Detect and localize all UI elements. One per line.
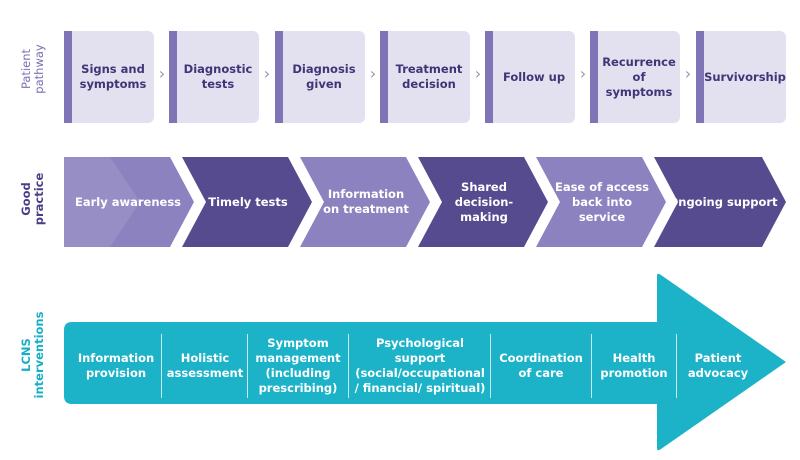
- divider: [247, 334, 248, 398]
- good-practice-label: Early awareness: [74, 194, 182, 209]
- pathway-step-label: Diagnosis given: [292, 62, 356, 91]
- chevron-highlight: [64, 157, 140, 247]
- lcns-intervention-label: Patient advocacy: [687, 351, 749, 380]
- pathway-step: Diagnosis given: [275, 31, 365, 123]
- good-practice-label: Timely tests: [208, 194, 288, 209]
- pathway-step: Recurrence of symptoms: [590, 31, 680, 123]
- good-practice-label: Ease of access back into service: [554, 179, 650, 224]
- chevron-right-icon: ›: [684, 64, 692, 83]
- pathway-step: Survivorship: [696, 31, 786, 123]
- chevron-shared-decision-making: [418, 157, 548, 247]
- chevron-ongoing-support: [654, 157, 786, 247]
- chevron-early-awareness: [64, 157, 194, 247]
- lcns-intervention-label: Health promotion: [600, 351, 668, 380]
- lcns-intervention-label: Coordination of care: [499, 351, 583, 380]
- divider: [676, 334, 677, 398]
- chevron-right-icon: ›: [158, 64, 166, 83]
- pathway-step-label: Follow up: [502, 69, 566, 84]
- pathway-step: Signs and symptoms: [64, 31, 154, 123]
- chevron-information-on-treatment: [300, 157, 430, 247]
- pathway-step: Follow up: [485, 31, 575, 123]
- chevron-right-icon: ›: [579, 64, 587, 83]
- good-practice-label: Ongoing support: [668, 194, 778, 209]
- pathway-step-label: Recurrence of symptoms: [602, 54, 676, 99]
- divider: [161, 334, 162, 398]
- good-practice-chevrons: [64, 157, 786, 247]
- pathway-step-label: Survivorship: [704, 69, 786, 84]
- chevron-right-icon: ›: [263, 64, 271, 83]
- lcns-intervention-label: Information provision: [77, 351, 155, 380]
- divider: [490, 334, 491, 398]
- chevron-timely-tests: [182, 157, 312, 247]
- pathway-step: Treatment decision: [380, 31, 470, 123]
- pathway-step-label: Diagnostic tests: [183, 62, 253, 91]
- chevron-right-icon: ›: [474, 64, 482, 83]
- chevron-right-icon: ›: [369, 64, 377, 83]
- lcns-intervention-label: Symptom management (including prescribin…: [255, 336, 341, 395]
- pathway-step-label: Treatment decision: [395, 62, 463, 91]
- good-practice-label: Shared decision-making: [454, 179, 514, 224]
- divider: [348, 334, 349, 398]
- chevron-ease-of-access: [536, 157, 666, 247]
- lcns-arrow: [64, 273, 786, 451]
- divider: [591, 334, 592, 398]
- lcns-intervention-label: Psychological support (social/occupation…: [354, 336, 486, 395]
- good-practice-label: Information on treatment: [323, 187, 409, 216]
- pathway-step: Diagnostic tests: [169, 31, 259, 123]
- pathway-step-label: Signs and symptoms: [79, 62, 147, 91]
- lcns-intervention-label: Holistic assessment: [166, 351, 244, 380]
